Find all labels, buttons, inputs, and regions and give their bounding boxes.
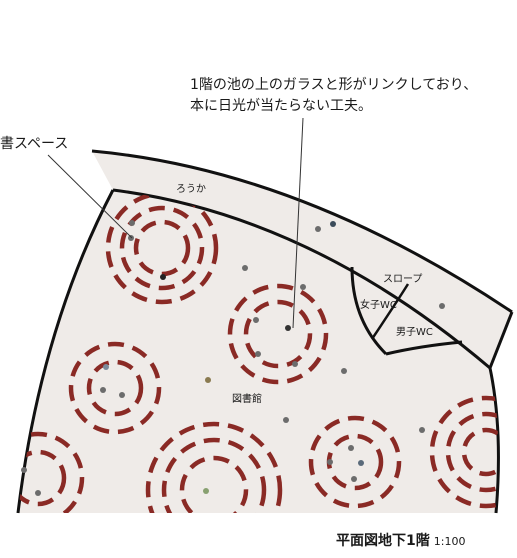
shelf-ring-cluster [18,431,85,513]
person-figure [119,392,125,398]
plan-scale: 1:100 [433,535,466,548]
person-figure [439,303,445,309]
plan-title-main: 平面図地下1階 [336,533,430,549]
person-figure [242,265,248,271]
person-figure [300,284,306,290]
person-figure [129,220,135,226]
person-figure [341,368,347,374]
shelf-ring-cluster [68,341,162,435]
reading-space-leader [47,154,133,239]
west-wall [16,189,115,514]
wc-divider-wall [370,283,410,340]
person-figure [255,351,261,357]
person-figure [35,490,41,496]
wc-bottom-wall [385,340,463,356]
person-figure [103,364,109,370]
person-figure [203,488,209,494]
person-figure [315,226,321,232]
shelf-ring-cluster [429,395,499,509]
men-wc-label: 男子WC [396,327,433,338]
corridor-label: ろうか [176,184,206,195]
people [21,220,445,496]
shelf-ring-cluster [227,283,329,385]
slope-label: スロープ [383,274,423,285]
person-figure [283,417,289,423]
caption-leader [292,117,304,329]
person-figure [205,377,211,383]
caption-line-1: 1階の池の上のガラスと形がリンクしており、 [190,77,478,93]
person-figure [285,325,291,331]
library-label: 図書館 [232,394,262,405]
person-figure [351,476,357,482]
person-figure [330,221,336,227]
person-figure [358,460,364,466]
caption-line-2: 本に日光が当たらない工夫。 [190,98,372,114]
slope-arc-wall [350,266,388,356]
east-wall [488,367,500,514]
person-figure [160,274,166,280]
reading-space-label: 読書スペース [0,136,69,152]
person-figure [100,387,106,393]
person-figure [128,235,134,241]
shelf-ring-cluster [145,421,283,513]
person-figure [253,317,259,323]
women-wc-label: 女子WC [360,300,397,311]
person-figure [348,445,354,451]
outer-wall [91,149,513,314]
person-figure [21,467,27,473]
person-figure [292,361,298,367]
person-figure [419,427,425,433]
inner-wall [112,188,491,370]
corridor-end-wall [488,311,514,369]
person-figure [327,459,333,465]
